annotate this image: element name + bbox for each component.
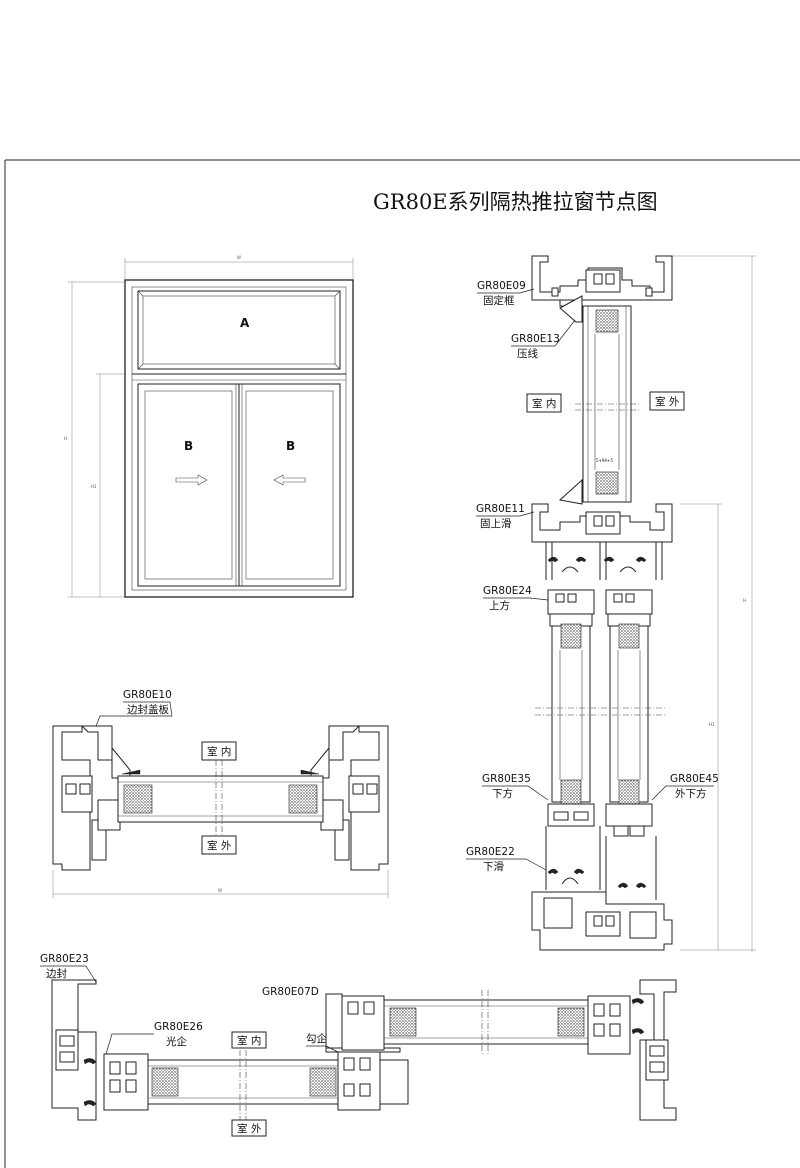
hook-stile-code: GR80E07D [262,986,319,998]
top-rail-name: 上方 [489,599,510,612]
vs-outdoor-label: 室 外 [655,395,680,408]
window-elevation: W H H1 A B B [64,255,354,598]
sash-b-right-label: B [286,439,295,453]
vs-indoor-label: 室 内 [532,397,556,410]
bead-code: GR80E13 [511,333,560,345]
top-rail-code: GR80E24 [483,585,532,597]
bottom-rail-code: GR80E35 [482,773,531,785]
drawing-title: GR80E系列隔热推拉窗节点图 [373,190,658,214]
outer-bottom-rail-name: 外下方 [675,787,707,800]
callout-top-rail: GR80E24 上方 [483,585,549,612]
pane-a-label: A [240,316,250,330]
callout-light-stile: GR80E26 光企 [105,1021,203,1055]
callout-outer-bottom-rail: GR80E45 外下方 [651,773,719,801]
elevation-dimensions: W H H1 [64,255,354,598]
callout-upper-track: GR80E11 固上滑 [476,503,535,530]
callout-side-cover: GR80E10 边封盖板 [95,689,173,727]
vertical-dim-h1: H1 [709,722,715,727]
lower-track-code: GR80E22 [466,846,515,858]
outer-bottom-rail-code: GR80E45 [670,773,719,785]
sheet-border [4,159,800,1168]
hs-indoor-label: 室 内 [237,1034,261,1047]
elevation-width-dim: W [237,255,241,260]
callout-bead: GR80E13 压线 [511,319,576,360]
arrow-right-icon [175,474,208,486]
vertical-dimensions: H H1 [670,255,756,952]
side-section: W 室 内 室 外 GR80E10 边封 [52,689,389,898]
light-stile-name: 光企 [166,1035,187,1048]
callout-lower-track: GR80E22 下滑 [466,846,547,873]
vertical-section: H H1 5+9A+5 室 内 室 外 [466,255,756,952]
callout-fixed-frame: GR80E09 固定框 [477,280,535,307]
glass-spec-label: 5+9A+5 [596,458,614,463]
fixed-frame-code: GR80E09 [477,280,526,292]
callout-side-seal: GR80E23 边封 [40,953,97,983]
bead-name: 压线 [517,347,538,360]
callout-bottom-rail: GR80E35 下方 [482,773,549,801]
side-width-dim: W [218,888,222,893]
arrow-left-icon [273,474,306,486]
vertical-dim-h: H [743,598,746,603]
ss-indoor-label: 室 内 [207,745,231,758]
side-cover-code: GR80E10 [123,689,172,701]
fixed-frame-name: 固定框 [483,294,515,307]
upper-track-code: GR80E11 [476,503,525,515]
upper-track-name: 固上滑 [480,518,512,530]
lower-track-name: 下滑 [483,861,504,873]
hook-stile-name: 勾企 [306,1032,327,1045]
elevation-height-dim: H [64,436,67,441]
side-cover-name: 边封盖板 [127,703,169,716]
ss-outdoor-label: 室 外 [207,839,232,852]
side-dimensions: W [52,870,389,898]
sash-b-left-label: B [184,439,193,453]
horizontal-section: 室 内 室 外 GR80E23 边封 GR80E26 光企 GR80E07D 勾… [40,953,677,1137]
side-seal-code: GR80E23 [40,953,89,965]
callout-hook-stile: GR80E07D 勾企 [262,986,339,1053]
light-stile-code: GR80E26 [154,1021,203,1033]
bottom-rail-name: 下方 [492,787,513,800]
hs-outdoor-label: 室 外 [237,1122,262,1135]
side-seal-name: 边封 [46,967,67,980]
elevation-sash-height-dim: H1 [91,484,97,489]
